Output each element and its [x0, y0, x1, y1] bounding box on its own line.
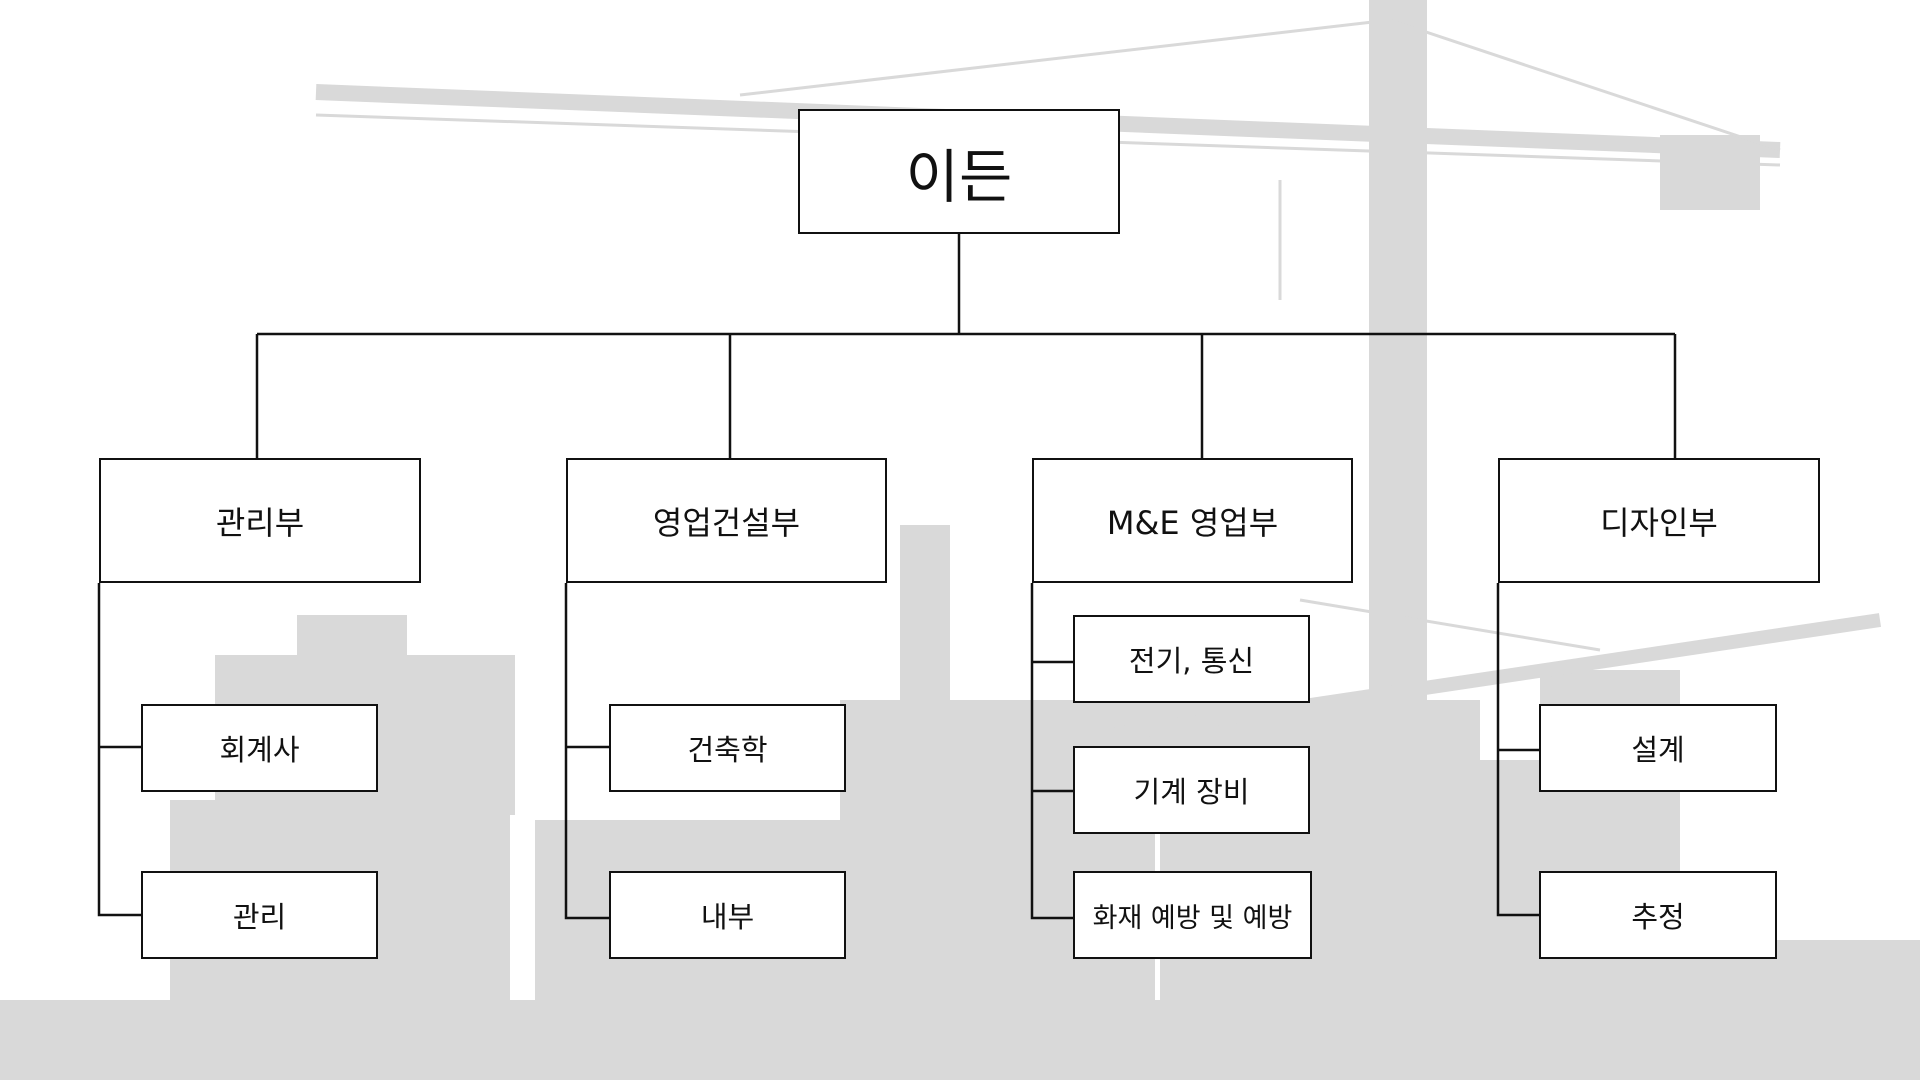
root-label: 이든 — [905, 142, 1013, 211]
sub-node-design: 설계 — [1539, 704, 1777, 792]
sub-label: 회계사 — [219, 733, 300, 767]
sub-label: 설계 — [1631, 733, 1685, 767]
sub-label: 화재 예방 및 예방 — [1092, 902, 1293, 934]
dept-label: M&E 영업부 — [1106, 503, 1279, 542]
sub-label: 내부 — [700, 900, 755, 934]
sub-node-estimate: 추정 — [1539, 871, 1777, 959]
dept-node-design: 디자인부 — [1498, 458, 1820, 583]
sub-label: 기계 장비 — [1133, 775, 1250, 809]
sub-label: 건축학 — [687, 733, 768, 767]
sub-node-electrical: 전기, 통신 — [1073, 615, 1310, 703]
dept-node-me-sales: M&E 영업부 — [1032, 458, 1353, 583]
root-connector — [255, 234, 1677, 458]
dept1-connector — [97, 583, 141, 917]
dept2-connector — [564, 583, 609, 920]
dept-label: 디자인부 — [1600, 503, 1718, 542]
dept-label: 관리부 — [215, 503, 305, 542]
sub-node-fire-prevention: 화재 예방 및 예방 — [1073, 871, 1312, 959]
dept-node-management: 관리부 — [99, 458, 421, 583]
sub-label: 관리 — [232, 900, 287, 934]
sub-label: 전기, 통신 — [1128, 644, 1255, 678]
sub-node-interior: 내부 — [609, 871, 846, 959]
sub-node-architecture: 건축학 — [609, 704, 846, 792]
sub-node-admin: 관리 — [141, 871, 378, 959]
dept3-connector — [1030, 583, 1073, 920]
root-node: 이든 — [798, 109, 1120, 234]
dept4-connector — [1496, 583, 1539, 917]
sub-label: 추정 — [1631, 900, 1685, 934]
sub-node-mechanical: 기계 장비 — [1073, 746, 1310, 834]
dept-node-sales-construction: 영업건설부 — [566, 458, 887, 583]
dept-label: 영업건설부 — [652, 503, 801, 542]
sub-node-accountant: 회계사 — [141, 704, 378, 792]
